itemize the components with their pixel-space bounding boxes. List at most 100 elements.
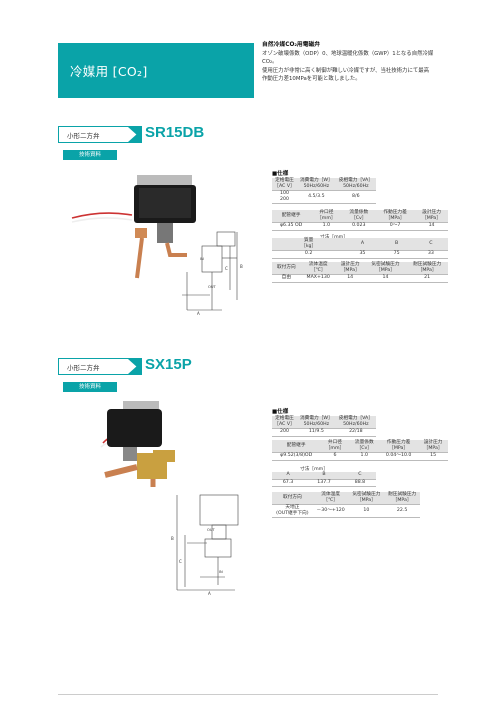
table-cell: 15 [418, 452, 448, 461]
dimension-caption: 寸法［mm］ [300, 467, 328, 472]
dim-label-c: C [225, 266, 228, 271]
intro-text: 自然冷媒CO₂用電磁弁 オゾン破壊係数（ODP）0、地球温暖化係数（GWP）1と… [262, 41, 462, 84]
table-cell: φ6.35 OD [272, 222, 311, 231]
intro-line: 作動圧力差10MPaを可能と致しました。 [262, 76, 361, 83]
table-cell: 皮相電力［VA］50Hz/60Hz [335, 178, 376, 191]
table-cell: B [379, 238, 414, 251]
section-category-bar: 小形二方弁 [58, 126, 142, 143]
table-cell: 質量［kg］ [272, 238, 346, 251]
table-cell: 設計圧力［MPa］ [418, 440, 448, 453]
table-cell: 作動圧力差［MPa］ [375, 210, 416, 223]
table-cell: 作動圧力差［MPa］ [379, 440, 419, 453]
footer-rule [58, 694, 438, 695]
table-cell: 1.0 [310, 222, 343, 231]
table-cell: 67.3 [272, 479, 305, 487]
dim-label-out: OUT [208, 285, 216, 289]
dim-label-b: B [171, 536, 174, 541]
model-name: SX15P [145, 356, 192, 373]
table-cell: 0.04～10.0 [379, 452, 419, 461]
intro-line: CO₂。 [262, 59, 278, 66]
table-cell: 200 [272, 428, 297, 437]
table-cell: 14 [415, 222, 448, 231]
dim-label-a: A [208, 591, 211, 595]
spec-table-valve: 配管継手弁口径［mm］流量係数［Cv］作動圧力差［MPa］設計圧力［MPa］ φ… [272, 440, 448, 461]
sr15db-product-image: B C A IN OUT [71, 175, 243, 316]
dim-label-in: IN [200, 257, 204, 261]
table-cell: 配管継手 [272, 440, 321, 453]
table-cell: 配管継手 [272, 210, 311, 223]
table-cell: A [272, 472, 305, 480]
dim-label-b: B [240, 264, 243, 269]
dim-label-out: OUT [207, 528, 215, 532]
table-cell: 流量係数［Cv］ [342, 210, 376, 223]
table-cell: －30～+120 [312, 504, 349, 518]
table-cell: 4.5/3.5 [297, 190, 336, 204]
tech-data-tag: 技術資料 [63, 150, 117, 160]
dim-label-in: IN [219, 570, 223, 574]
table-cell: 流量係数［Cv］ [349, 440, 380, 453]
table-cell: 8/6 [335, 190, 376, 204]
sx15p-product-image: B C A OUT IN [100, 401, 239, 595]
table-cell: 21 [406, 274, 448, 283]
table-cell: C [343, 472, 376, 480]
table-cell: φ9.52(3/8)OD [272, 452, 321, 461]
spec-table-valve: 配管継手弁口径［mm］流量係数［Cv］作動圧力差［MPa］設計圧力［MPa］ φ… [272, 210, 448, 231]
table-cell: 消費電力［W］50Hz/60Hz [297, 416, 336, 429]
model-name: SR15DB [145, 124, 205, 141]
intro-heading: 自然冷媒CO₂用電磁弁 [262, 42, 321, 48]
table-cell: 1.0 [349, 452, 380, 461]
table-cell: 定格電圧［AC V］ [272, 416, 297, 429]
dimension-caption: 寸法［mm］ [320, 234, 348, 240]
spec-heading: ■仕様 [272, 409, 289, 415]
table-cell: 10 [348, 504, 385, 518]
dim-label-c: C [179, 559, 182, 564]
table-cell: 75 [379, 250, 414, 259]
table-cell: 気密試験圧力［MPa］ [348, 492, 385, 505]
spec-table-mounting: 取付方向流体温度［℃］気密試験圧力［MPa］耐圧試験圧力［MPa］ 天地正(OU… [272, 492, 420, 518]
spec-heading: ■仕様 [272, 171, 289, 177]
table-cell: 天地正(OUT継手下向) [272, 504, 313, 518]
intro-line: オゾン破壊係数（ODP）0、地球温暖化係数（GWP）1となる自然冷媒 [262, 50, 434, 57]
section-category-label: 小形二方弁 [67, 364, 100, 372]
table-cell: 35 [345, 250, 380, 259]
table-cell: 0.023 [342, 222, 376, 231]
table-cell: 定格電圧［AC V］ [272, 178, 297, 191]
table-cell: 取付方向 [272, 262, 301, 275]
table-cell: 33 [413, 250, 448, 259]
dim-label-a: A [197, 311, 200, 316]
table-cell: 取付方向 [272, 492, 313, 505]
table-cell: 耐圧試験圧力［MPa］ [384, 492, 420, 505]
table-cell: 設計圧力［MPa］ [415, 210, 448, 223]
spec-table-mounting: 取付方向流体温度［℃］設計圧力［MPa］気密試験圧力［MPa］耐圧試験圧力［MP… [272, 262, 448, 283]
table-cell: 自由 [272, 274, 301, 283]
table-cell: 14 [335, 274, 365, 283]
tech-data-tag: 技術資料 [63, 382, 117, 392]
table-cell: 6 [320, 452, 350, 461]
intro-line: 使用圧力が非常に高く制御が難しい冷媒ですが、当社技術力にて最高 [262, 67, 430, 74]
table-cell: 設計圧力［MPa］ [335, 262, 365, 275]
table-cell: 0.2 [272, 250, 346, 259]
table-cell: 消費電力［W］50Hz/60Hz [297, 178, 336, 191]
section-category-label: 小形二方弁 [67, 132, 100, 140]
table-cell: 流体温度［℃］ [300, 262, 336, 275]
section-category-bar: 小形二方弁 [58, 358, 142, 375]
chevron-icon [128, 359, 142, 374]
table-cell: C [413, 238, 448, 251]
table-cell: MAX+130 [300, 274, 336, 283]
table-cell: 弁口径［mm］ [320, 440, 350, 453]
table-cell: 14 [364, 274, 407, 283]
table-cell: 弁口径［mm］ [310, 210, 343, 223]
table-cell: 気密試験圧力［MPa］ [364, 262, 407, 275]
table-cell: 流体温度［℃］ [312, 492, 349, 505]
table-cell: 22.5 [384, 504, 420, 518]
table-cell: A [345, 238, 380, 251]
category-header: 冷媒用 [CO₂] [58, 43, 254, 98]
table-cell: B [304, 472, 344, 480]
table-cell: 137.7 [304, 479, 344, 487]
chevron-icon [128, 127, 142, 142]
